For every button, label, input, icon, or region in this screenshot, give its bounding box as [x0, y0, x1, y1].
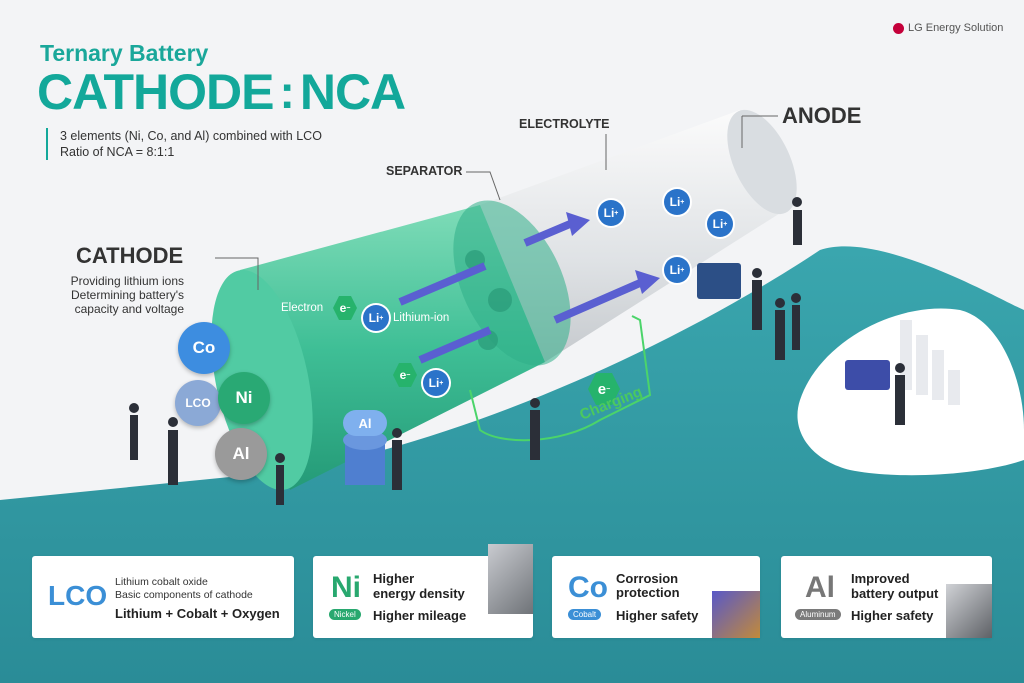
- card-line: Basic components of cathode: [115, 589, 253, 601]
- separator-ring: [453, 200, 571, 366]
- card-bold: Higher safety: [616, 608, 699, 623]
- wall-monitor: [697, 263, 741, 299]
- subtitle: 3 elements (Ni, Co, and Al) combined wit…: [46, 128, 322, 160]
- cathode-title: CATHODE: [76, 243, 184, 268]
- card-line: energy density: [373, 586, 465, 601]
- electron-label: Electron: [281, 302, 324, 314]
- lco-ball: LCO: [175, 380, 221, 426]
- subtitle-line: 3 elements (Ni, Co, and Al) combined wit…: [60, 129, 322, 143]
- lithium-ion-icon: Li+: [664, 189, 690, 215]
- arrow-head: [635, 270, 660, 294]
- lithium-ion-icon: Li+: [707, 211, 733, 237]
- leader-line: [215, 257, 259, 290]
- nickel-ball: Ni: [218, 372, 270, 424]
- card-line: Higher: [373, 571, 415, 586]
- title-right: NCA: [299, 64, 406, 120]
- anode-end-cap: [727, 109, 797, 215]
- chart-bar: [900, 320, 912, 390]
- card-line: Corrosion: [616, 571, 679, 586]
- chart-bar: [916, 335, 928, 395]
- cathode-description: Providing lithium ions Determining batte…: [60, 274, 184, 316]
- card-symbol: Al: [805, 571, 835, 604]
- brand-logo: LG Energy Solution: [893, 22, 1003, 34]
- aluminum-rock-image: [946, 584, 992, 638]
- card-symbol: LCO: [48, 580, 108, 611]
- lithium-ion-icon: Li+: [363, 305, 389, 331]
- lithium-ion-icon: Li+: [598, 200, 624, 226]
- cobalt-ball: Co: [178, 322, 230, 374]
- card-line: Lithium cobalt oxide: [115, 576, 208, 588]
- subtitle-line: Ratio of NCA = 8:1:1: [60, 145, 175, 159]
- title-left: CATHODE: [37, 64, 275, 120]
- cobalt-rock-image: [712, 591, 760, 638]
- aluminum-ball: Al: [215, 428, 267, 480]
- chart-bar: [932, 350, 944, 400]
- leader-line: [466, 171, 501, 201]
- ai-cloud-icon: Al: [343, 410, 387, 436]
- charging-wire: [469, 315, 652, 442]
- card-pill: Cobalt: [568, 609, 602, 620]
- lithium-ion-icon: Li+: [423, 370, 449, 396]
- cathode-desc-line: Determining battery's: [70, 288, 184, 302]
- nickel-rock-image: [488, 544, 533, 614]
- card-line: protection: [616, 585, 680, 600]
- card-aluminum: Al Aluminum Improved battery output High…: [781, 556, 992, 638]
- card-pill: Nickel: [329, 609, 361, 620]
- brand-name: LG Energy Solution: [908, 22, 1004, 34]
- lithium-ion-icon: Li+: [664, 257, 690, 283]
- people: [129, 197, 905, 505]
- title-small: Ternary Battery: [40, 40, 209, 66]
- arrow-head: [566, 212, 590, 236]
- card-symbol: Ni: [331, 571, 361, 604]
- page-title: CATHODE : NCA: [37, 63, 406, 121]
- kiosk-screen: [845, 360, 890, 390]
- chart-bar: [948, 370, 960, 405]
- anode-label: ANODE: [782, 103, 862, 128]
- lg-logo-icon: [893, 22, 904, 34]
- leader-line: [741, 115, 778, 148]
- title-colon: :: [279, 66, 295, 118]
- card-bold: Higher mileage: [373, 608, 467, 623]
- card-line: Improved: [851, 571, 910, 586]
- separator-label: SEPARATOR: [386, 164, 463, 178]
- card-bold: Lithium + Cobalt + Oxygen: [115, 606, 280, 621]
- electron-icon: e−: [393, 363, 417, 387]
- electron-icon: e−: [333, 296, 357, 320]
- platform: [797, 308, 1024, 476]
- card-line: battery output: [851, 586, 939, 601]
- card-cobalt: Co Cobalt Corrosion protection Higher sa…: [552, 556, 760, 638]
- cathode-desc-line: capacity and voltage: [74, 302, 184, 316]
- ion-arrow: [418, 326, 492, 364]
- card-lco: LCO Lithium cobalt oxide Basic component…: [32, 556, 294, 638]
- ion-arrow: [398, 262, 487, 306]
- card-nickel: Ni Nickel Higher energy density Higher m…: [313, 544, 533, 638]
- card-bold: Higher safety: [851, 608, 934, 623]
- card-symbol: Co: [568, 571, 608, 604]
- ion-arrow: [523, 220, 572, 247]
- card-pill: Aluminum: [795, 609, 841, 620]
- cathode-desc-line: Providing lithium ions: [70, 274, 184, 288]
- electrolyte-label: ELECTROLYTE: [519, 117, 610, 131]
- ion-arrow: [553, 279, 642, 324]
- separator-pore: [488, 288, 512, 312]
- lithium-ion-label: Lithium-ion: [393, 312, 450, 324]
